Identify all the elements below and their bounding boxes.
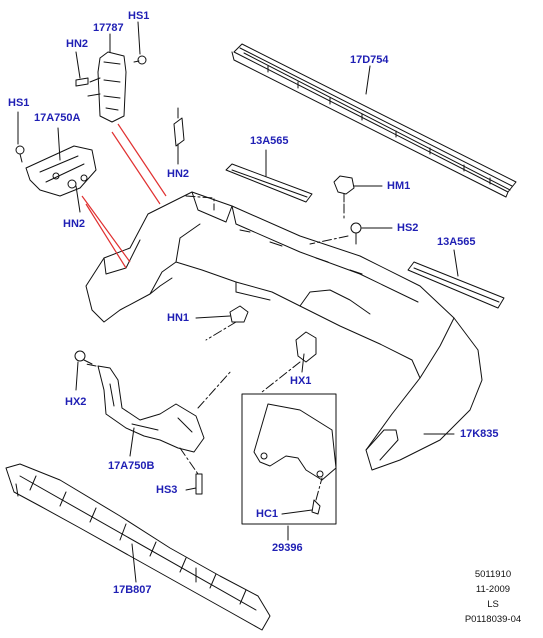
bracket-17a750b [97, 365, 205, 453]
reference-code: P0118039-04 [464, 614, 522, 625]
callout-29396: 29396 [272, 542, 303, 554]
screw-hs3 [195, 473, 203, 495]
callout-hn2-top: HN2 [66, 38, 89, 50]
callout-hc1: HC1 [256, 508, 279, 520]
screw-hs2 [350, 222, 362, 245]
reference-initials: LS [487, 599, 499, 610]
callout-hs1-top: HS1 [128, 10, 150, 22]
callout-17b807: 17B807 [113, 584, 152, 596]
bumper-cover-17k835 [85, 191, 483, 471]
callout-hn2-mid: HN2 [167, 168, 190, 180]
callout-13a565-top: 13A565 [250, 135, 289, 147]
callout-hs1-left: HS1 [8, 97, 30, 109]
pad-13a565-right [407, 261, 505, 309]
callout-hn1: HN1 [167, 312, 190, 324]
screw-hs1-top [133, 55, 147, 65]
callout-hm1: HM1 [387, 180, 411, 192]
callout-17a750a: 17A750A [34, 112, 81, 124]
clip-hm1 [333, 175, 355, 203]
bracket-17787 [87, 51, 127, 123]
nut-hn2-top [75, 77, 89, 87]
callout-hs3: HS3 [156, 484, 178, 496]
callout-hn2-left: HN2 [63, 218, 86, 230]
clip-hn2-mid [173, 107, 185, 147]
callout-13a565-right: 13A565 [437, 236, 476, 248]
reference-number: 5011910 [474, 569, 512, 580]
assembly-lines [85, 195, 349, 501]
callout-hs2: HS2 [397, 222, 419, 234]
clip-hx1 [295, 331, 317, 363]
screw-hs1-left [15, 145, 25, 163]
callout-17787: 17787 [93, 22, 124, 34]
pad-13a565-top [225, 163, 313, 203]
leader-lines [17, 21, 459, 583]
callout-hx2: HX2 [65, 396, 87, 408]
callout-17a750b: 17A750B [108, 460, 155, 472]
bumper-reinforcement-strip-17d754 [231, 43, 517, 198]
bracket-17a750a [25, 145, 97, 197]
nut-hn1 [229, 305, 249, 323]
red-leader-lines [81, 123, 167, 269]
energy-absorber-17b807 [5, 463, 271, 631]
clip-hx2 [74, 350, 93, 365]
callout-hx1: HX1 [290, 375, 312, 387]
inset-box-29396 [241, 393, 337, 525]
reference-date: 11-2009 [475, 584, 511, 595]
callout-17d754: 17D754 [350, 54, 389, 66]
callout-17k835: 17K835 [460, 428, 499, 440]
